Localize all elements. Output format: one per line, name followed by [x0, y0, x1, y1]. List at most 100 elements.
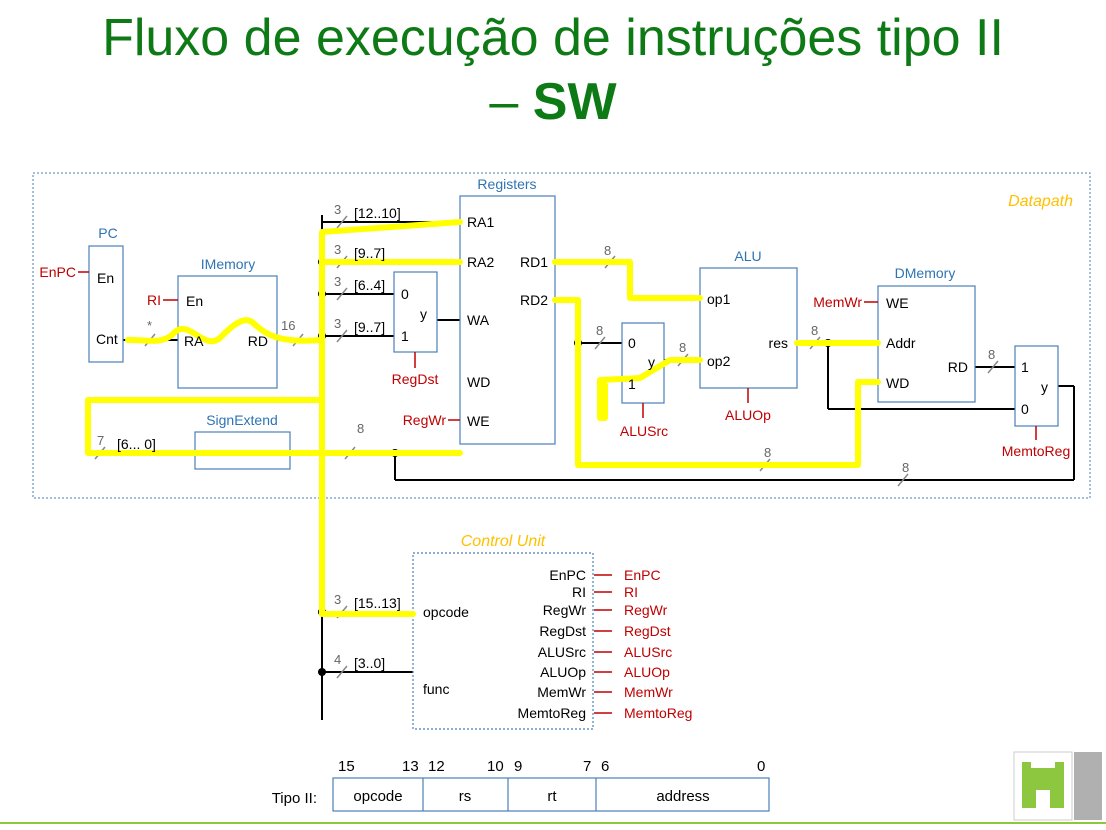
registers-rd2-port: RD2 — [520, 292, 548, 308]
bus-imm-width: 7 — [97, 433, 104, 448]
registers-we-port: WE — [467, 413, 490, 429]
cu-outputs: EnPC RI RegWr RegDst ALUSrc ALUOp MemWr … — [518, 567, 587, 721]
control-unit-box — [412, 552, 594, 730]
bus-rd-width: 8 — [988, 347, 995, 362]
slide-title: Fluxo de execução de instruções tipo II … — [0, 6, 1106, 134]
bus-opcode-range: [15..13] — [354, 595, 401, 611]
imemory-ra-port: RA — [184, 333, 204, 349]
cu-out-aluop: ALUOp — [540, 664, 586, 680]
bus-ra2-width: 3 — [334, 242, 341, 257]
bus-ra2-range: [9..7] — [354, 245, 385, 261]
bus-imm-range: [6... 0] — [117, 436, 156, 452]
alu-op1-port: op1 — [707, 291, 731, 307]
title-bold-sw: SW — [532, 73, 617, 131]
alusrc-mux-out: y — [648, 354, 655, 370]
memtoreg-mux-box — [1014, 345, 1059, 427]
cu-signal-aluop: ALUOp — [624, 664, 670, 680]
cu-signal-memtoreg: MemtoReg — [624, 705, 692, 721]
alusrc-mux-in0: 0 — [628, 335, 636, 351]
registers-title: Registers — [477, 176, 536, 192]
bus-res-width: 8 — [811, 323, 818, 338]
regdst-mux-in0: 0 — [401, 286, 409, 302]
format-field-rt: rt — [547, 788, 557, 805]
pc-en-port: En — [97, 270, 114, 286]
bus-se-width: 8 — [357, 421, 364, 436]
dmemory-wd-port: WD — [886, 375, 909, 391]
bus-func-range: [3..0] — [354, 655, 385, 671]
format-bit-9: 9 — [514, 758, 522, 775]
cu-out-enpc: EnPC — [549, 567, 586, 583]
pc-box — [88, 245, 124, 363]
highlighted-path — [85, 219, 881, 617]
cu-signal-ri: RI — [624, 584, 638, 600]
registers-ra1-port: RA1 — [467, 214, 494, 230]
bus-mux0-width: 3 — [334, 274, 341, 289]
alu-op2-port: op2 — [707, 353, 731, 369]
format-bit-0: 0 — [757, 758, 765, 775]
cu-out-memwr: MemWr — [537, 684, 586, 700]
cu-opcode-port: opcode — [423, 604, 469, 620]
cu-signal-regdst: RegDst — [624, 623, 671, 639]
cu-out-ri: RI — [572, 584, 586, 600]
format-field-rs: rs — [459, 788, 472, 805]
bus-ra1-range: [12..10] — [354, 205, 401, 221]
cu-out-memtoreg: MemtoReg — [518, 705, 586, 721]
dmemory-title: DMemory — [895, 265, 956, 281]
signal-memwr: MemWr — [813, 294, 862, 310]
control-stubs — [78, 271, 1037, 714]
pc-cnt-port: Cnt — [96, 331, 118, 347]
memtoreg-mux-out: y — [1041, 379, 1048, 395]
control-unit-title: Control Unit — [461, 533, 546, 550]
university-logo — [1013, 751, 1102, 821]
format-label: Tipo II: — [272, 790, 317, 807]
title-line-1: Fluxo de execução de instruções tipo II — [102, 9, 1004, 67]
datapath-frame — [32, 172, 1091, 499]
format-field-address: address — [656, 788, 709, 805]
registers-ra2-port: RA2 — [467, 254, 494, 270]
bus-mux0-range: [6..4] — [354, 277, 385, 293]
registers-rd1-port: RD1 — [520, 254, 548, 270]
registers-wd-port: WD — [467, 374, 490, 390]
regdst-mux-in1: 1 — [401, 328, 409, 344]
bus-alusrc-out-width: 8 — [679, 340, 686, 355]
format-bit-13: 13 — [402, 758, 419, 775]
bus-alusrc-width: 8 — [596, 323, 603, 338]
cu-signal-enpc: EnPC — [624, 567, 661, 583]
bus-rd2-width: 8 — [764, 445, 771, 460]
signal-memtoreg: MemtoReg — [1002, 443, 1070, 459]
title-line-2: – SW — [489, 73, 617, 131]
dmemory-box — [877, 285, 976, 403]
pc-title: PC — [98, 225, 117, 241]
registers-wa-port: WA — [467, 312, 490, 328]
bus-pc-width: * — [147, 318, 152, 333]
dmemory-we-port: WE — [886, 295, 909, 311]
format-field-opcode: opcode — [353, 788, 402, 805]
signextend-title: SignExtend — [206, 412, 278, 428]
alusrc-mux-in1: 1 — [628, 376, 636, 392]
alu-res-port: res — [769, 335, 788, 351]
imemory-rd-port: RD — [248, 333, 268, 349]
imemory-en-port: En — [186, 293, 203, 309]
format-bit-12: 12 — [428, 758, 445, 775]
signal-alusrc: ALUSrc — [620, 423, 668, 439]
cu-out-regdst: RegDst — [539, 623, 586, 639]
signal-ri: RI — [147, 292, 161, 308]
signal-enpc: EnPC — [39, 264, 76, 280]
dmemory-addr-port: Addr — [886, 335, 916, 351]
bus-rd1-width: 8 — [604, 243, 611, 258]
signal-regwr: RegWr — [403, 412, 447, 428]
instruction-format: Tipo II: opcode rs rt address 15 13 12 1… — [272, 758, 770, 812]
format-box — [332, 777, 770, 812]
bus-mux1-width: 3 — [334, 316, 341, 331]
bus-instr-width: 16 — [281, 318, 295, 333]
cu-signal-alusrc: ALUSrc — [624, 644, 672, 660]
bus-mux1-range: [9..7] — [354, 319, 385, 335]
bus-ra1-width: 3 — [334, 202, 341, 217]
cu-signal-memwr: MemWr — [624, 684, 673, 700]
alu-box — [699, 267, 798, 389]
registers-box — [459, 195, 556, 445]
regdst-mux-box — [393, 271, 438, 353]
signal-aluop: ALUOp — [725, 407, 771, 423]
alu-title: ALU — [734, 248, 761, 264]
